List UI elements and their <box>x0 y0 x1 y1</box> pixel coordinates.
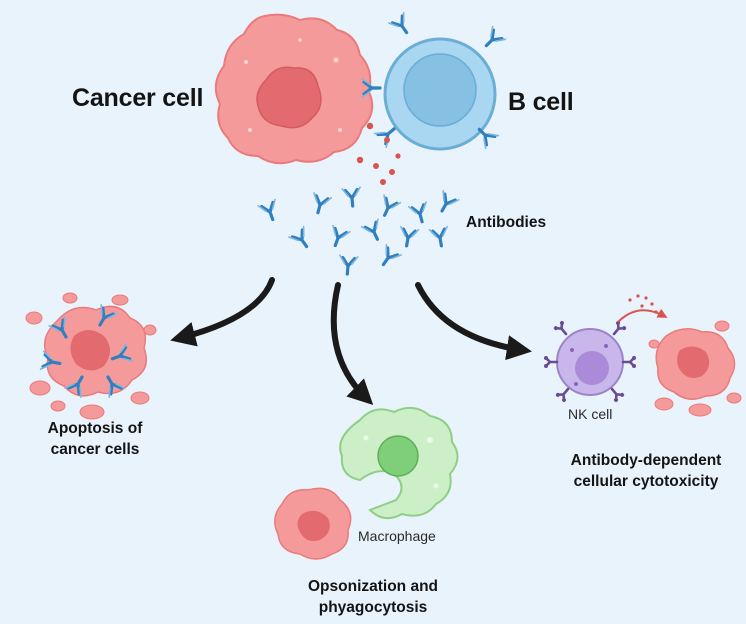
cancer-cell-icon <box>214 13 374 165</box>
opsonization-label: Opsonization and phyagocytosis <box>283 576 463 618</box>
opsonization-label-line2: phyagocytosis <box>318 599 428 616</box>
b-cell-label: B cell <box>508 88 574 116</box>
antibodies-cluster <box>256 185 461 277</box>
cytotoxic-arc <box>617 294 668 323</box>
opsonization-label-line1: Opsonization and <box>307 578 439 595</box>
apoptosis-label: Apoptosis of cancer cells <box>10 418 180 460</box>
cancer-cell-label: Cancer cell <box>72 84 204 112</box>
apoptotic-cancer-cell-icon <box>25 292 157 420</box>
adcc-label: Antibody-dependent cellular cytotoxicity <box>551 450 741 492</box>
nk-cell-label: NK cell <box>568 406 613 422</box>
macrophage-icon <box>339 406 459 520</box>
antibodies-label: Antibodies <box>466 214 547 231</box>
apoptosis-label-line1: Apoptosis of <box>47 420 143 437</box>
arrow-icon <box>170 277 532 406</box>
b-cell-icon <box>360 11 508 151</box>
cancer-cell-icon <box>274 487 352 560</box>
adcc-label-line1: Antibody-dependent <box>570 452 722 469</box>
macrophage-label: Macrophage <box>358 528 436 544</box>
nk-cell-icon <box>542 318 638 405</box>
release-dots <box>356 122 401 185</box>
lysed-cancer-cell-icon <box>648 320 742 417</box>
apoptosis-label-line2: cancer cells <box>50 441 140 458</box>
adcc-label-line2: cellular cytotoxicity <box>573 473 719 490</box>
